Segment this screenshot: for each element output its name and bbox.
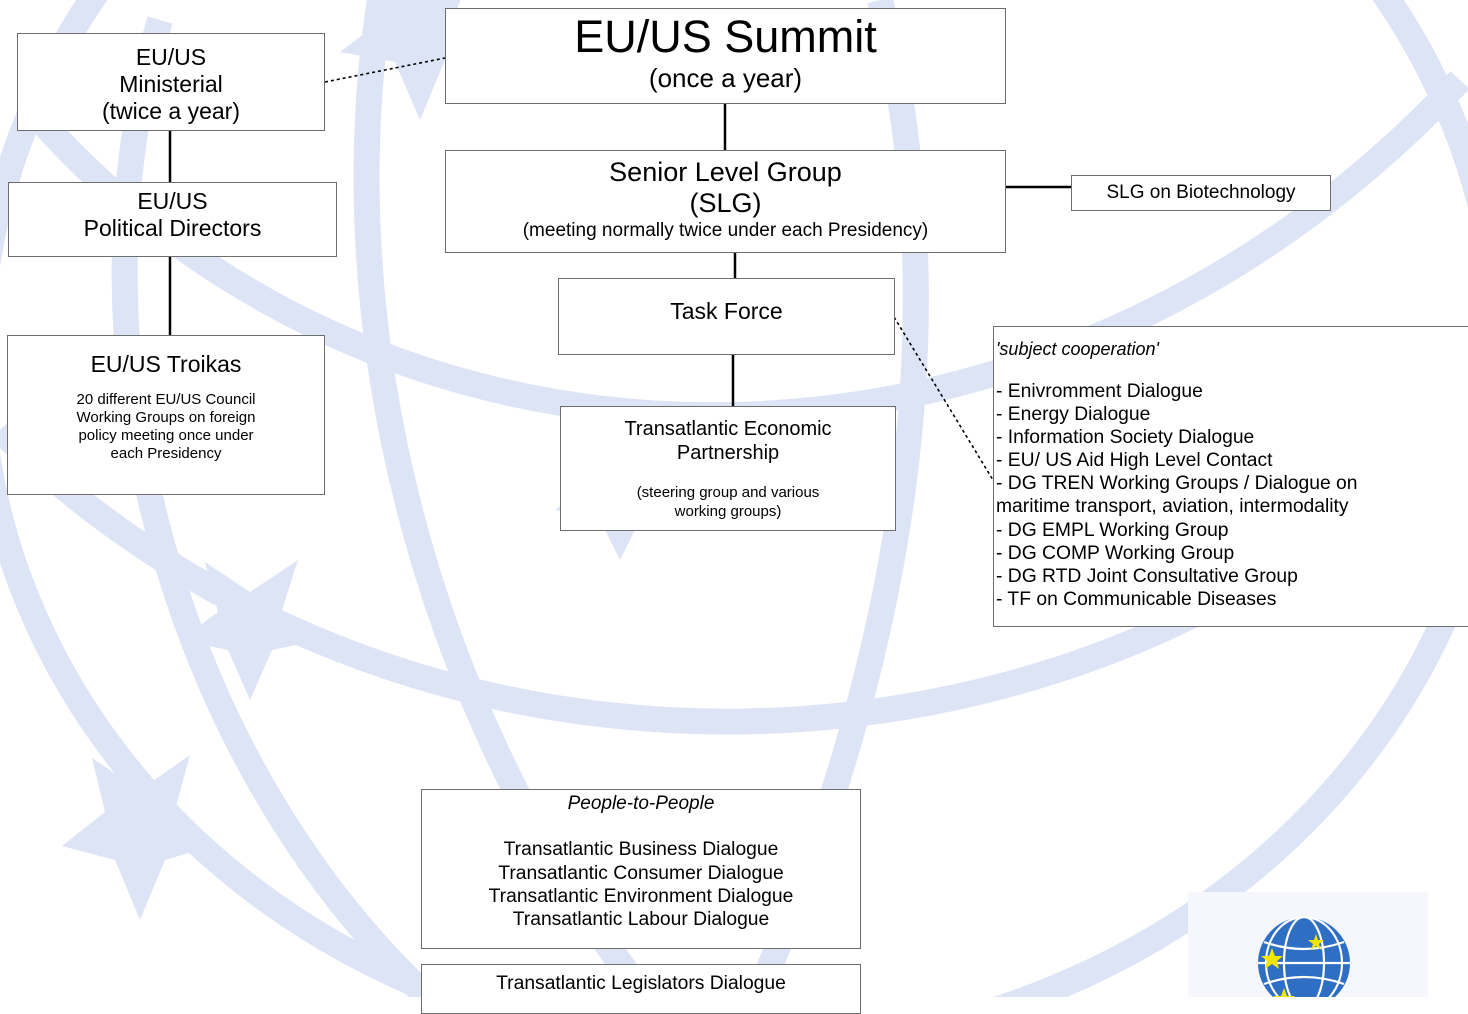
subject-item: - Information Society Dialogue <box>996 426 1255 448</box>
p2p-item: Transatlantic Environment Dialogue <box>488 885 794 907</box>
subject-item: - TF on Communicable Diseases <box>996 589 1277 610</box>
subject-item: - Enivromment Dialogue <box>996 380 1203 402</box>
task-force-label: Task Force <box>670 298 783 324</box>
political-directors-label: EU/US Political Directors <box>83 188 262 242</box>
dotted-line-taskforce-subject <box>890 311 994 481</box>
tep-body: (steering group and various working grou… <box>636 484 820 520</box>
subject-item: - Energy Dialogue <box>996 403 1151 425</box>
p2p-item: Transatlantic Consumer Dialogue <box>498 862 784 884</box>
subject-item: - DG COMP Working Group <box>996 542 1235 564</box>
summit-title: EU/US Summit <box>574 11 877 62</box>
tep-title: Transatlantic Economic Partnership <box>624 418 832 464</box>
subject-item: - DG EMPL Working Group <box>996 519 1229 541</box>
slg-biotech-box: SLG on Biotechnology <box>1071 175 1331 211</box>
dotted-line-ministerial-summit <box>324 57 446 83</box>
people-to-people-box: People-to-People Transatlantic Business … <box>421 789 861 949</box>
task-force-box: Task Force <box>558 278 895 355</box>
subject-cooperation-heading: 'subject cooperation' <box>996 339 1159 359</box>
summit-box: EU/US Summit (once a year) <box>445 8 1006 104</box>
slg-biotech-label: SLG on Biotechnology <box>1106 182 1296 203</box>
slg-title: Senior Level Group <box>609 157 842 187</box>
summit-subtitle: (once a year) <box>648 62 803 93</box>
people-to-people-heading: People-to-People <box>567 793 715 814</box>
troikas-box: EU/US Troikas 20 different EU/US Council… <box>7 335 325 495</box>
ministerial-label: EU/US Ministerial (twice a year) <box>101 44 241 125</box>
p2p-item: Transatlantic Labour Dialogue <box>512 908 770 930</box>
slg-subtitle: (meeting normally twice under each Presi… <box>522 220 929 242</box>
ministerial-box: EU/US Ministerial (twice a year) <box>17 33 325 131</box>
subject-item: - DG TREN Working Groups / Dialogue on m… <box>996 473 1358 518</box>
subject-item: - DG RTD Joint Consultative Group <box>996 565 1298 587</box>
troikas-body: 20 different EU/US Council Working Group… <box>76 391 256 463</box>
subject-item: - EU/ US Aid High Level Contact <box>996 450 1273 472</box>
slg-box: Senior Level Group (SLG) (meeting normal… <box>445 150 1006 253</box>
globe-stars-logo-icon <box>1188 892 1428 997</box>
political-directors-box: EU/US Political Directors <box>8 182 337 257</box>
legislators-label: Transatlantic Legislators Dialogue <box>496 973 786 994</box>
legislators-box: Transatlantic Legislators Dialogue <box>421 964 861 1014</box>
subject-cooperation-box: 'subject cooperation' - Enivromment Dial… <box>993 326 1468 627</box>
troikas-title: EU/US Troikas <box>90 351 242 377</box>
tep-box: Transatlantic Economic Partnership (stee… <box>560 406 896 531</box>
p2p-item: Transatlantic Business Dialogue <box>503 839 779 861</box>
slg-abbr: (SLG) <box>689 188 762 219</box>
